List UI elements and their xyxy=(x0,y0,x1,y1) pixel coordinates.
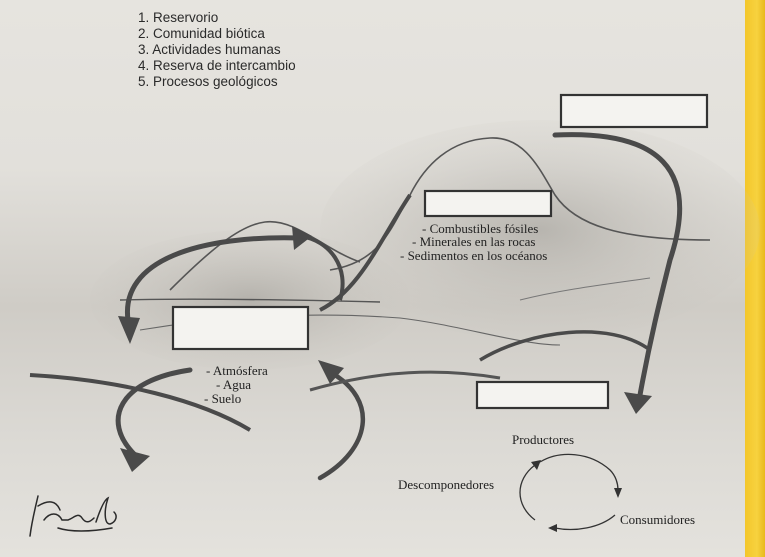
arrow-up-to-atmosphere xyxy=(317,369,366,481)
arrow-hill-right xyxy=(299,234,345,301)
label-consumidores: Consumidores xyxy=(620,512,695,527)
arrow-left-sweep xyxy=(29,373,252,432)
hill-outline xyxy=(169,220,361,291)
cycle-arrowhead-3 xyxy=(531,460,541,470)
label-combustibles: - Combustibles fósiles xyxy=(422,221,538,236)
cycle-arrow-cons-desc xyxy=(554,514,616,531)
arrow-hill-to-box xyxy=(125,235,303,323)
legend-item-5: 5. Procesos geológicos xyxy=(138,74,278,89)
arrowhead-atmosphere xyxy=(318,360,344,384)
label-atmosfera: - Atmósfera xyxy=(206,363,268,378)
arrow-mountain-to-hill xyxy=(319,193,412,312)
yellow-folder-edge xyxy=(745,0,765,557)
label-suelo: - Suelo xyxy=(204,391,241,406)
legend-item-2: 2. Comunidad biótica xyxy=(138,26,265,41)
box-lower-right xyxy=(475,380,610,410)
mountain-shading xyxy=(320,120,760,340)
terrain-line-right xyxy=(519,277,651,301)
cycle-arrow-prod-cons xyxy=(539,453,619,491)
legend-item-4: 4. Reserva de intercambio xyxy=(138,58,296,73)
arrow-lower-right-curve xyxy=(479,330,652,362)
label-agua: - Agua xyxy=(216,377,251,392)
label-minerales: - Minerales en las rocas xyxy=(412,234,535,249)
handwritten-signature xyxy=(29,495,117,537)
arrow-atmosphere-down xyxy=(115,367,193,458)
arrowhead-left-box xyxy=(118,316,140,344)
box-top-right xyxy=(559,93,709,129)
cycle-arrowhead-2 xyxy=(548,524,557,532)
arrow-right-descent xyxy=(552,132,683,398)
cycle-arrow-desc-prod xyxy=(519,464,536,521)
arrowhead-bottom-left xyxy=(120,448,150,472)
arrow-atm-to-lower xyxy=(309,370,501,392)
label-sedimentos: - Sedimentos en los océanos xyxy=(400,248,547,263)
label-descomponedores: Descomponedores xyxy=(398,477,494,492)
arrowhead-right-box xyxy=(624,392,652,414)
legend-item-1: 1. Reservorio xyxy=(138,10,219,25)
cycle-arrowhead-1 xyxy=(614,488,622,498)
box-fossil xyxy=(423,189,553,218)
box-left xyxy=(171,305,310,351)
legend-list: 1. Reservorio 2. Comunidad biótica 3. Ac… xyxy=(138,10,296,90)
ground-line xyxy=(119,298,381,303)
label-productores: Productores xyxy=(512,432,574,447)
legend-item-3: 3. Actividades humanas xyxy=(138,42,281,57)
